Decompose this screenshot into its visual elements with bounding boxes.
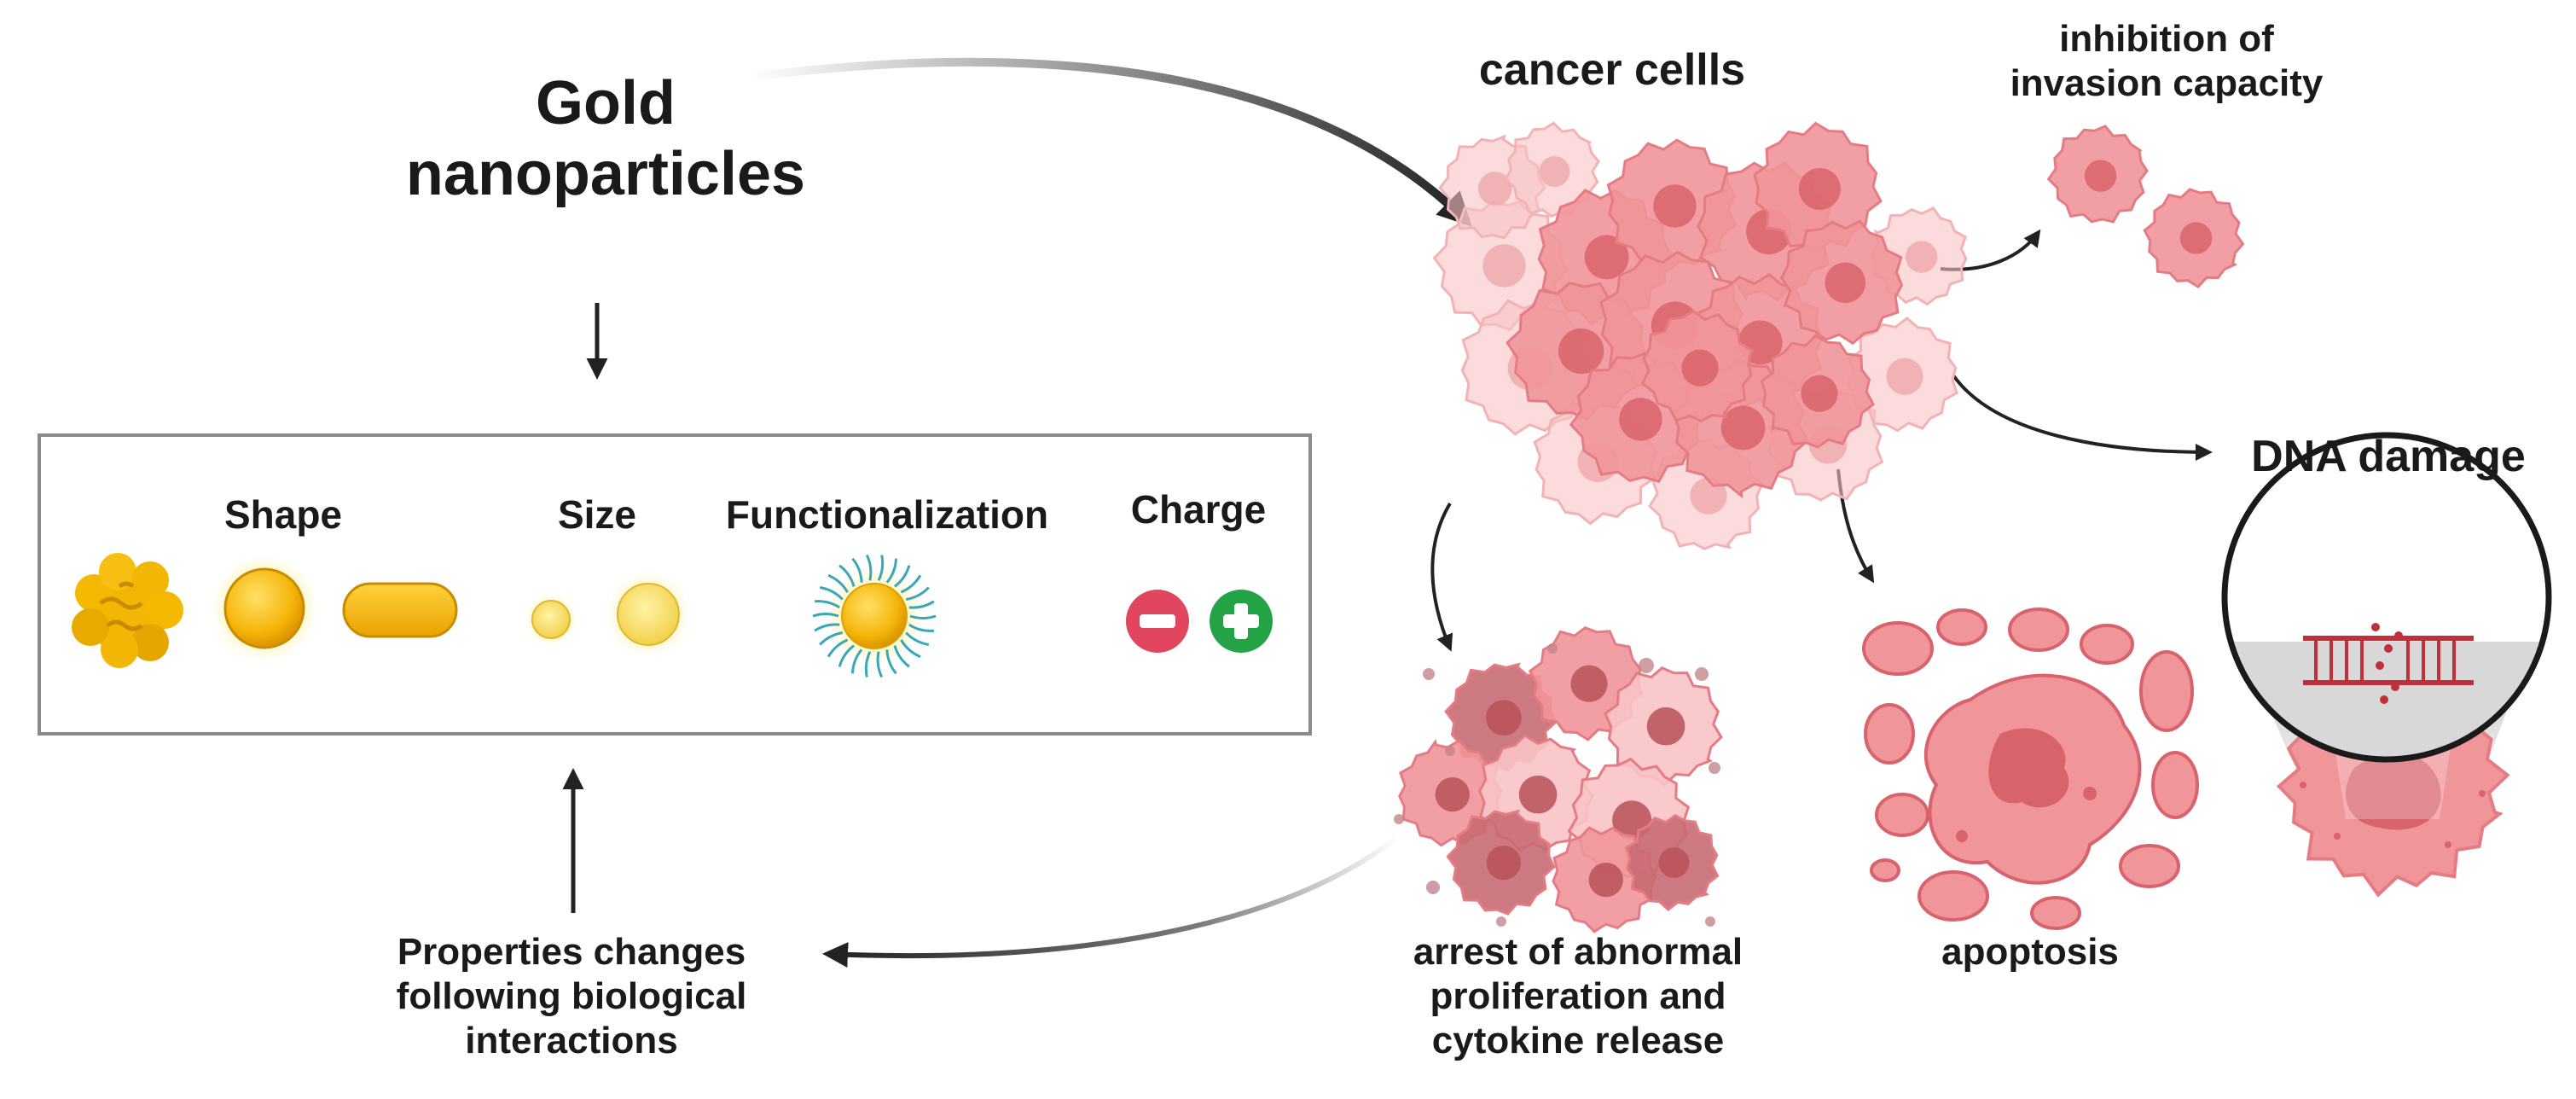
arrest-line-1: arrest of abnormal xyxy=(1413,931,1743,973)
dna-damage-lens xyxy=(2221,432,2552,763)
arrow-gold-to-cancer-cells xyxy=(750,57,1472,227)
broken-dna-icon xyxy=(2303,623,2474,704)
title-gold-nanoparticles: Gold nanoparticles xyxy=(367,68,844,210)
cell-icon xyxy=(1760,334,1876,449)
small-sphere-icon xyxy=(525,594,577,645)
positive-charge-icon xyxy=(1210,590,1273,653)
cell-icon xyxy=(2046,125,2149,224)
negative-charge-icon xyxy=(1126,590,1189,653)
cell-icon xyxy=(2143,188,2245,289)
changes-line-3: interactions xyxy=(465,1019,678,1061)
arrow-cancer-to-dna-damage xyxy=(1952,374,2213,461)
label-apoptosis: apoptosis xyxy=(1941,931,2119,973)
gold-sphere-icon xyxy=(212,555,317,661)
arrow-arrest-to-changes xyxy=(822,834,1401,968)
label-cancer-cells: cancer cellls xyxy=(1478,45,1746,95)
inhibition-line-2: invasion capacity xyxy=(2010,61,2324,104)
cell-icon xyxy=(1503,121,1600,218)
cell-icon xyxy=(1779,219,1904,346)
label-functionalization: Functionalization xyxy=(725,492,1049,537)
label-arrest: arrest of abnormal proliferation and cyt… xyxy=(1365,930,1791,1063)
changes-line-2: following biological xyxy=(396,974,747,1017)
label-shape: Shape xyxy=(223,492,343,537)
label-properties-changes: Properties changes following biological … xyxy=(341,930,802,1063)
label-dna-damage: DNA damage xyxy=(2251,432,2526,481)
functionalized-sphere-icon xyxy=(812,554,937,678)
invading-cells xyxy=(2046,125,2245,289)
cell-icon xyxy=(1478,733,1594,852)
nanoflower-icon xyxy=(72,553,183,668)
label-size: Size xyxy=(557,492,637,537)
large-sphere-icon xyxy=(607,573,689,655)
arrested-cell-cluster xyxy=(1394,626,1723,933)
arrow-cancer-to-arrest xyxy=(1430,502,1453,652)
cell-icon xyxy=(1640,309,1754,422)
inhibition-line-1: inhibition of xyxy=(2059,18,2274,60)
cell-icon xyxy=(1624,814,1720,912)
cancer-cell-cluster xyxy=(1432,121,1968,550)
arrest-line-2: proliferation and xyxy=(1430,974,1726,1017)
cell-icon xyxy=(1604,666,1723,787)
arrest-line-3: cytokine release xyxy=(1431,1019,1725,1061)
label-charge: Charge xyxy=(1130,487,1267,532)
changes-line-1: Properties changes xyxy=(397,931,746,973)
label-inhibition: inhibition of invasion capacity xyxy=(1945,17,2388,106)
gold-nanorod-icon xyxy=(342,582,458,638)
cell-icon xyxy=(1446,809,1556,916)
cell-icon xyxy=(1753,121,1883,252)
title-line-2: nanoparticles xyxy=(405,139,806,208)
apoptotic-cell-fragments xyxy=(1862,608,2199,930)
title-line-1: Gold xyxy=(536,69,676,137)
